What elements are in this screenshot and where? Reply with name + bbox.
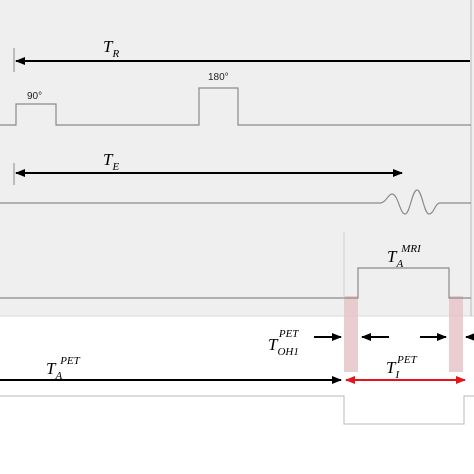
overhead-band-left <box>344 296 358 372</box>
pet-panel-background <box>0 316 474 474</box>
pulse-180-label: 180° <box>208 72 229 83</box>
toh-label: TOH1PET <box>268 328 299 358</box>
mri-panel-background <box>0 0 474 316</box>
echo-signal-line <box>0 189 471 215</box>
tr-label: TR <box>103 37 119 60</box>
ta-pet-label: TAPET <box>46 355 81 382</box>
rf-pulse-line <box>0 87 471 126</box>
te-label: TE <box>103 150 119 173</box>
ta-mri-label: TAMRI <box>387 243 422 270</box>
pulse-90-label: 90° <box>27 91 42 102</box>
overhead-band-right <box>449 296 463 372</box>
ti-pet-label: TIPET <box>386 354 418 381</box>
mri-acquisition-line <box>0 267 471 299</box>
pet-baseline <box>0 395 474 425</box>
